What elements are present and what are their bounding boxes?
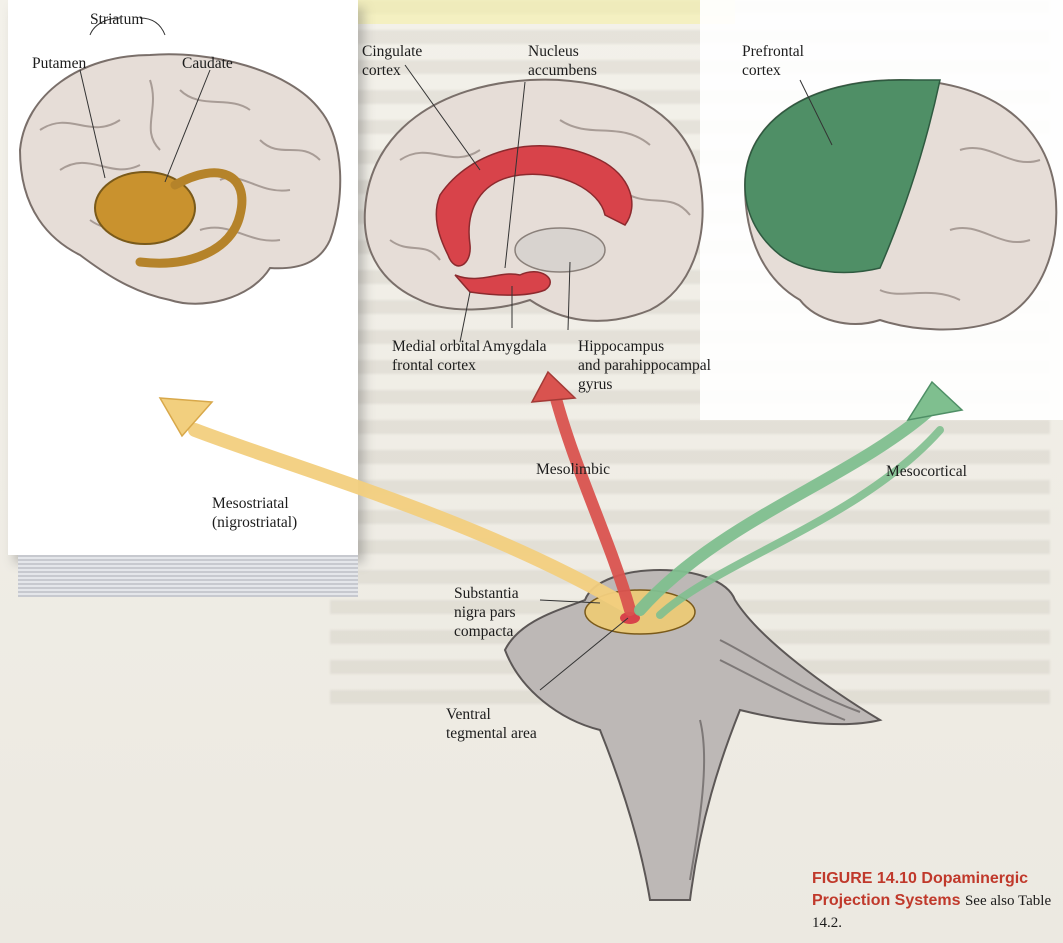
label-striatum: Striatum	[90, 10, 143, 29]
label-caudate: Caudate	[182, 54, 233, 73]
caption-figure-number: FIGURE 14.10	[812, 870, 917, 887]
caption-title-line1: Dopaminergic	[921, 870, 1028, 887]
caption-title-line2: Projection Systems	[812, 892, 961, 909]
mesocortical-arrowhead	[908, 382, 962, 420]
label-hippocampus: Hippocampus and parahippocampal gyrus	[578, 337, 711, 394]
mesolimbic-arrowhead	[532, 372, 575, 402]
label-prefrontal-cortex: Prefrontal cortex	[742, 42, 804, 80]
left-brain	[20, 54, 340, 303]
label-mesocortical: Mesocortical	[886, 462, 967, 481]
label-putamen: Putamen	[32, 54, 86, 73]
right-brain	[745, 80, 1056, 329]
figure-caption: FIGURE 14.10 Dopaminergic Projection Sys…	[812, 868, 1062, 934]
label-amygdala: Amygdala	[482, 337, 547, 356]
label-medial-orbital-frontal-cortex: Medial orbital frontal cortex	[392, 337, 480, 375]
label-ventral-tegmental-area: Ventral tegmental area	[446, 705, 537, 743]
brainstem	[505, 570, 880, 900]
middle-brain	[365, 80, 703, 321]
label-cingulate-cortex: Cingulate cortex	[362, 42, 422, 80]
label-nucleus-accumbens: Nucleus accumbens	[528, 42, 597, 80]
label-mesolimbic: Mesolimbic	[536, 460, 610, 479]
label-mesostriatal: Mesostriatal (nigrostriatal)	[212, 494, 297, 532]
label-substantia-nigra: Substantia nigra pars compacta	[454, 584, 519, 641]
